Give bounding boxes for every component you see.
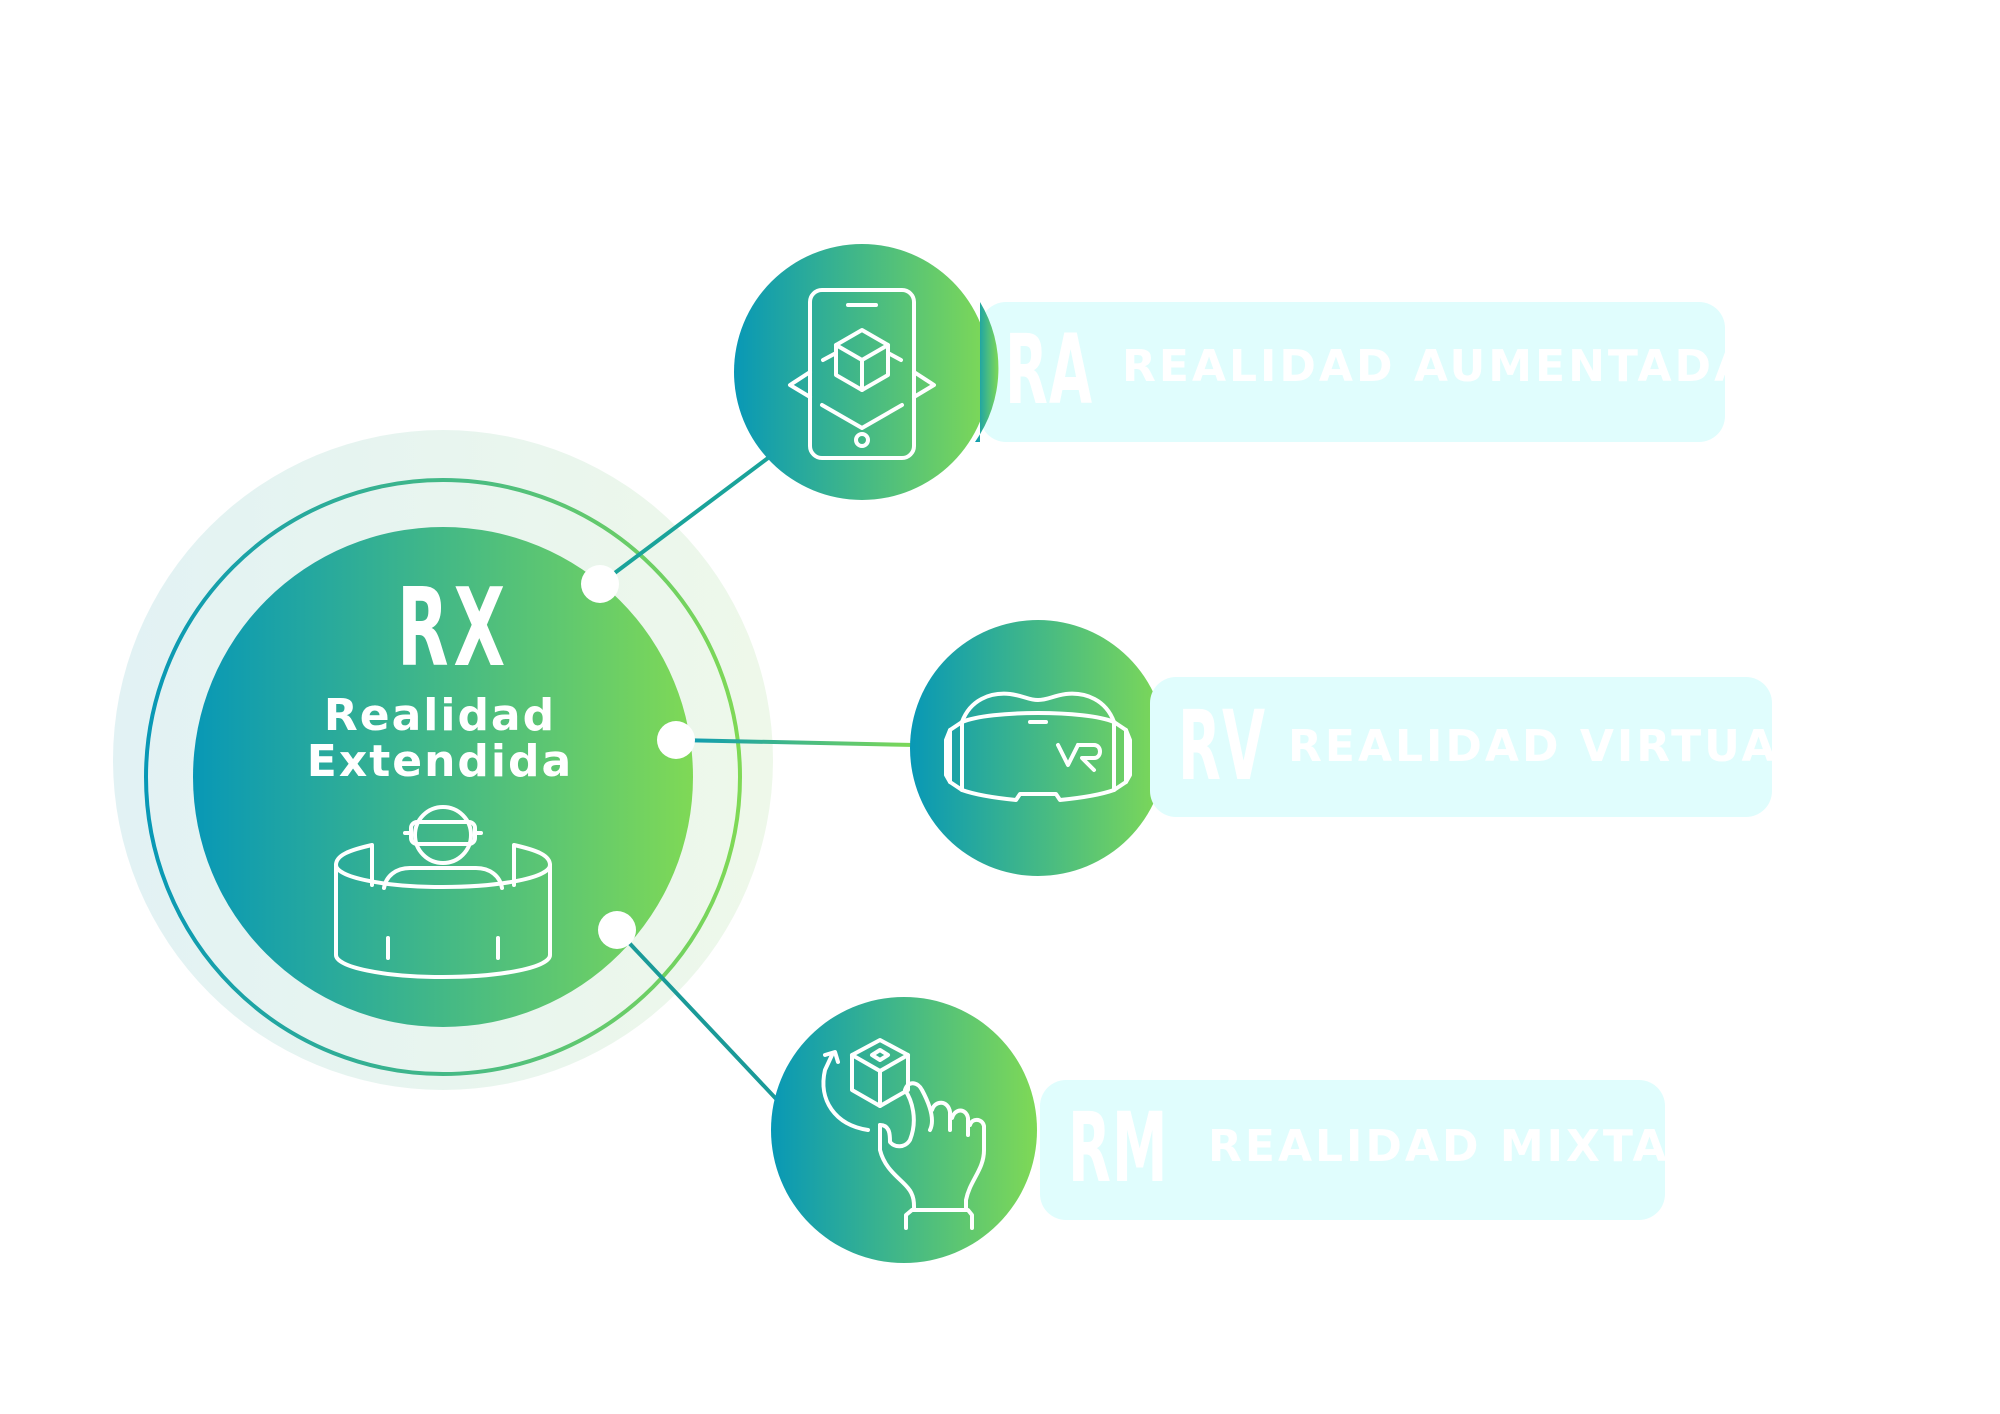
rv-label: REALIDAD VIRTUAL bbox=[1288, 721, 1810, 772]
vr-user-panorama-icon bbox=[334, 805, 552, 979]
pill-rm bbox=[1040, 1080, 1665, 1220]
center-name-line2: Extendida bbox=[306, 736, 574, 787]
connector-dot-rm bbox=[598, 911, 636, 949]
center-name-line1: Realidad bbox=[323, 690, 557, 741]
connector-rv bbox=[675, 738, 916, 747]
connector-dot-rv bbox=[657, 721, 695, 759]
pill-rv bbox=[1150, 677, 1772, 817]
pill-ra bbox=[980, 302, 1725, 442]
center-abbr: RX bbox=[396, 566, 511, 691]
center-circle bbox=[193, 527, 693, 1027]
rm-abbr: RM bbox=[1068, 1092, 1169, 1204]
connector-dot-ra bbox=[581, 565, 619, 603]
ar-phone-cube-icon bbox=[788, 288, 936, 460]
rv-circle bbox=[910, 620, 1166, 876]
ra-abbr: RA bbox=[1005, 314, 1094, 426]
vr-headset-icon bbox=[944, 691, 1132, 802]
connector-ra bbox=[598, 453, 774, 586]
connector-rm bbox=[615, 928, 782, 1105]
center-ring bbox=[144, 478, 742, 1076]
rv-abbr: RV bbox=[1178, 690, 1267, 802]
rm-label: REALIDAD MIXTA bbox=[1208, 1121, 1670, 1172]
hand-cube-icon bbox=[821, 1038, 986, 1230]
ra-label: REALIDAD AUMENTADA bbox=[1122, 341, 1752, 392]
